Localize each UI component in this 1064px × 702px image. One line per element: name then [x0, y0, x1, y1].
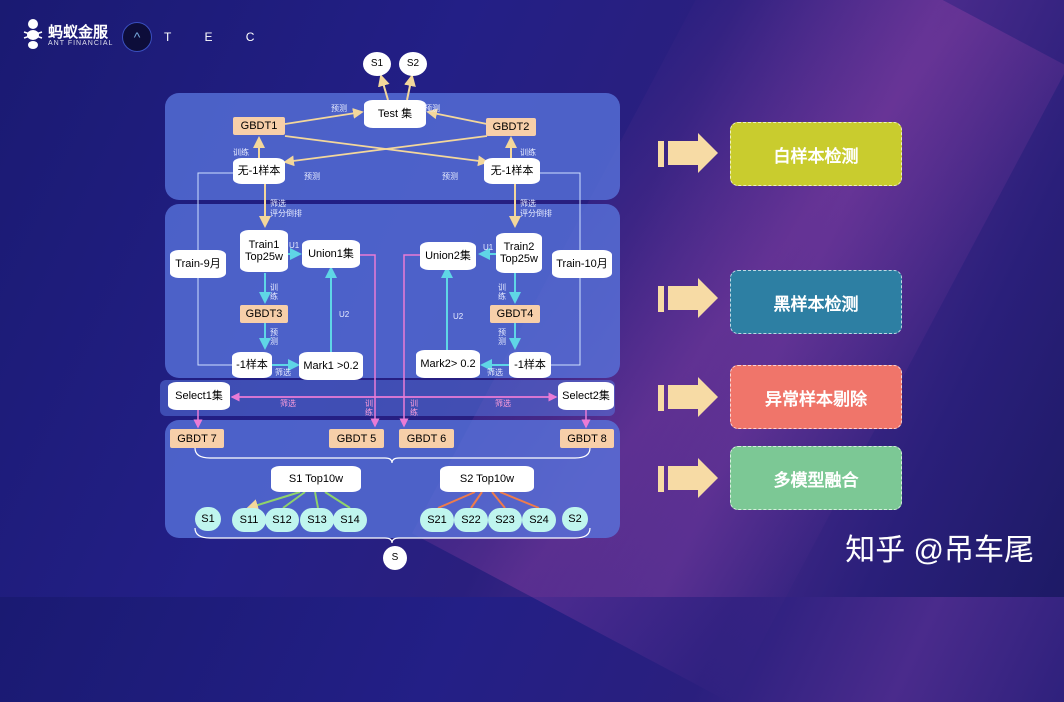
- gbdt3-node: GBDT3: [240, 305, 288, 323]
- union2-node: Union2集: [420, 242, 476, 270]
- gbdt6-node: GBDT 6: [399, 429, 454, 448]
- train-label-right-vertical: 训练: [498, 283, 506, 301]
- u1-label-right: U1: [483, 243, 494, 252]
- filter-label-select-a: 筛选: [280, 399, 296, 408]
- s23-pill: S23: [488, 508, 522, 532]
- predict-label-right-vertical: 预测: [498, 328, 506, 346]
- gbdt5-node: GBDT 5: [329, 429, 384, 448]
- s14-pill: S14: [333, 508, 367, 532]
- arrow-right-icon: [658, 458, 718, 498]
- brand-subtitle: ANT FINANCIAL: [48, 40, 114, 47]
- predict-label-a: 预测: [331, 104, 347, 113]
- black-sample-detection-label: 黑样本检测: [730, 270, 902, 334]
- predict-label-b: 预测: [424, 104, 440, 113]
- filter-label-bottom-right: 筛选: [487, 368, 503, 377]
- ant-icon: [23, 19, 43, 49]
- white-sample-detection-label: 白样本检测: [730, 122, 902, 186]
- tec-letters: T E C: [164, 30, 270, 44]
- s1-output-node: S1: [363, 52, 391, 76]
- gbdt7-node: GBDT 7: [170, 429, 224, 448]
- tec-circle-icon: ^: [122, 22, 152, 52]
- gbdt1-node: GBDT1: [233, 117, 285, 135]
- train-label-select-a: 训练: [365, 399, 373, 417]
- arrow-right-icon: [658, 278, 718, 318]
- arrow-right-icon: [658, 377, 718, 417]
- s-final-node: S: [383, 546, 407, 570]
- predict-label-d: 预测: [442, 172, 458, 181]
- train-label-left-vertical: 训练: [270, 283, 278, 301]
- arrow-right-icon: [658, 133, 718, 173]
- watermark: 知乎 @吊车尾: [845, 534, 1034, 567]
- brand-name: 蚂蚁金服: [48, 24, 109, 41]
- train-label-select-b: 训练: [410, 399, 418, 417]
- train-label-a: 训练: [233, 148, 249, 157]
- filter-label-left: 筛选: [270, 199, 286, 208]
- gbdt8-node: GBDT 8: [560, 429, 614, 448]
- union1-node: Union1集: [302, 240, 360, 268]
- neg-sample-right: -1样本: [509, 352, 551, 378]
- u1-label-left: U1: [289, 241, 300, 250]
- s2-output-node: S2: [399, 52, 427, 76]
- mark1-node: Mark1 >0.2: [299, 352, 363, 380]
- s21-pill: S21: [420, 508, 454, 532]
- filter-label-bottom-left: 筛选: [275, 368, 291, 377]
- s22-pill: S22: [454, 508, 488, 532]
- filter-label-right: 筛选: [520, 199, 536, 208]
- filter-label-select-b: 筛选: [495, 399, 511, 408]
- no-neg-sample-right: 无-1样本: [484, 158, 540, 184]
- train-label-b: 训练: [520, 148, 536, 157]
- neg-sample-left: -1样本: [232, 352, 272, 378]
- select2-node: Select2集: [558, 382, 614, 410]
- rank-label-right: 评分倒排: [520, 209, 552, 218]
- s24-pill: S24: [522, 508, 556, 532]
- mark2-node: Mark2> 0.2: [416, 350, 480, 378]
- rank-label-left: 评分倒排: [270, 209, 302, 218]
- train-oct-node: Train-10月: [552, 250, 612, 278]
- s13-pill: S13: [300, 508, 334, 532]
- predict-label-left-vertical: 预测: [270, 328, 278, 346]
- u2-label-right: U2: [453, 312, 464, 321]
- train-sep-node: Train-9月: [170, 250, 226, 278]
- no-neg-sample-left: 无-1样本: [233, 158, 285, 184]
- train1-top25w-node: Train1 Top25w: [240, 230, 288, 272]
- s1-top10w-node: S1 Top10w: [271, 466, 361, 492]
- s2-pill: S2: [562, 507, 588, 531]
- s1-pill: S1: [195, 507, 221, 531]
- select1-node: Select1集: [168, 382, 230, 410]
- predict-label-c: 预测: [304, 172, 320, 181]
- black-sample-panel: [165, 204, 620, 378]
- s12-pill: S12: [265, 508, 299, 532]
- s2-top10w-node: S2 Top10w: [440, 466, 534, 492]
- train2-top25w-node: Train2 Top25w: [496, 233, 542, 273]
- s11-pill: S11: [232, 508, 266, 532]
- tec-logo: ^ T E C: [122, 22, 269, 52]
- multi-model-fusion-label: 多模型融合: [730, 446, 902, 510]
- test-set-node: Test 集: [364, 100, 426, 128]
- outlier-removal-label: 异常样本剔除: [730, 365, 902, 429]
- gbdt4-node: GBDT4: [490, 305, 540, 323]
- u2-label-left: U2: [339, 310, 350, 319]
- gbdt2-node: GBDT2: [486, 118, 536, 136]
